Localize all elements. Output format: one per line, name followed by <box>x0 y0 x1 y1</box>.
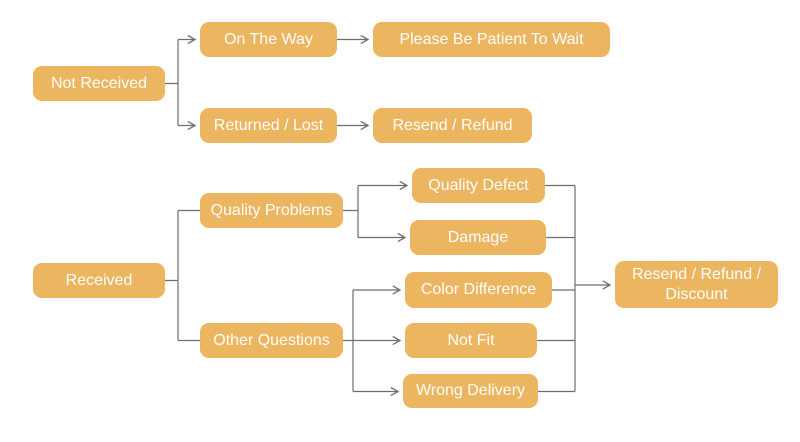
node-received: Received <box>33 263 165 298</box>
node-please-be-patient: Please Be Patient To Wait <box>373 22 610 57</box>
node-quality-defect: Quality Defect <box>412 168 545 203</box>
node-returned-lost: Returned / Lost <box>200 108 337 143</box>
node-color-difference: Color Difference <box>405 272 552 308</box>
node-not-received: Not Received <box>33 66 165 101</box>
node-resend-refund-discount: Resend / Refund / Discount <box>615 261 778 308</box>
node-resend-refund: Resend / Refund <box>373 108 532 143</box>
node-quality-problems: Quality Problems <box>200 193 343 228</box>
node-wrong-delivery: Wrong Delivery <box>403 374 538 408</box>
node-damage: Damage <box>410 220 546 255</box>
node-on-the-way: On The Way <box>200 22 337 57</box>
node-not-fit: Not Fit <box>405 323 537 358</box>
node-other-questions: Other Questions <box>200 323 343 358</box>
